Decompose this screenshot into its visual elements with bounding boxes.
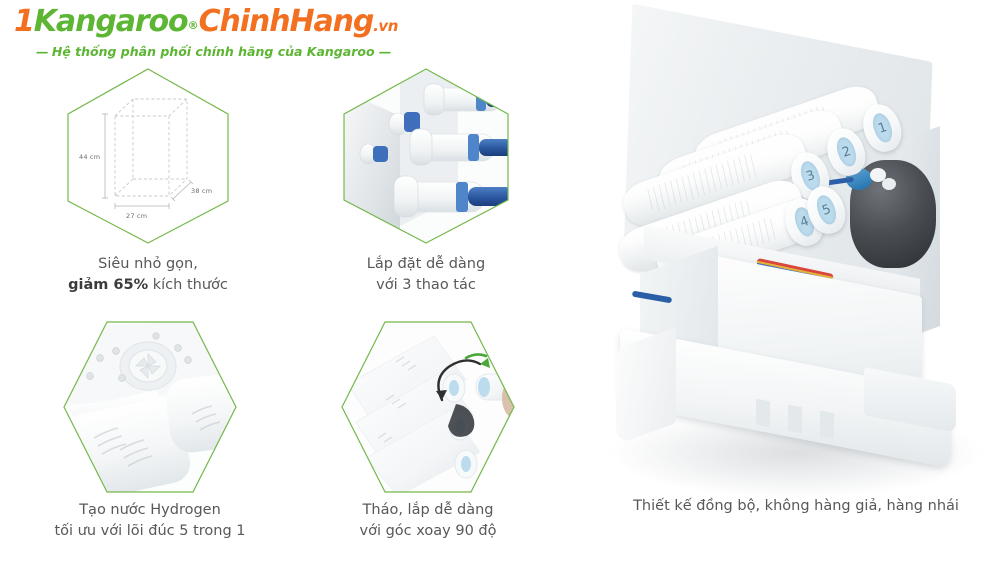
filter-number-2: 2 xyxy=(833,134,860,169)
dimension-height-label: 44 cm xyxy=(79,153,100,161)
hexagon-outline-1 xyxy=(67,68,229,244)
box-wireframe xyxy=(114,98,188,197)
caption-line-1: Lắp đặt dễ dàng xyxy=(366,256,486,272)
filter-number-1: 1 xyxy=(869,110,896,145)
tagline-text: Hệ thống phân phối chính hãng của Kangar… xyxy=(51,44,375,59)
port-vanes xyxy=(135,353,161,379)
white-fitting-b xyxy=(882,178,896,190)
label-print xyxy=(377,356,417,443)
hexagon-frame-2 xyxy=(338,66,513,246)
compact-size-diagram: 44 cm 27 cm 38 cm xyxy=(67,68,229,244)
screws xyxy=(86,332,192,382)
base-slot-3 xyxy=(820,410,834,440)
caption-line-2: với góc xoay 90 độ xyxy=(359,523,497,539)
base-slot-2 xyxy=(788,404,802,434)
product-caption: Thiết kế đồng bộ, không hàng giả, hàng n… xyxy=(633,498,959,514)
feature-easy-install: Lắp đặt dễ dàng với 3 thao tác xyxy=(338,66,528,306)
hexagon-outline-4 xyxy=(341,321,515,493)
caption-line-2: giảm 65% kích thước xyxy=(68,275,228,296)
dark-fitting xyxy=(448,404,475,437)
caption-line-2: tối ưu với lõi đúc 5 trong 1 xyxy=(54,523,246,539)
dimension-width-label: 27 cm xyxy=(126,212,147,220)
base-slot-1 xyxy=(756,398,770,428)
caption-rest: kích thước xyxy=(148,277,228,293)
hexagon-frame-4 xyxy=(338,318,518,496)
rotation-arrow xyxy=(436,353,490,402)
feature-compact-size: 44 cm 27 cm 38 cm Siêu nhỏ gọn, giảm 65%… xyxy=(63,66,253,306)
hexagon-frame-1: 44 cm 27 cm 38 cm xyxy=(63,66,233,246)
tagline-dash-left: — xyxy=(36,44,48,59)
easy-install-scene xyxy=(344,69,508,243)
caption-line-2: với 3 thao tác xyxy=(376,277,476,293)
rotate-90-photo xyxy=(341,321,515,493)
hexagon-outline-2 xyxy=(343,68,509,244)
feature-caption-4: Tháo, lắp dễ dàng với góc xoay 90 độ xyxy=(360,500,497,542)
logo-chinhhang: ChinhHang xyxy=(198,4,375,39)
caption-highlight: giảm 65% xyxy=(68,277,149,293)
dimension-guides xyxy=(102,113,194,209)
logo-kangaroo: Kangaroo xyxy=(33,4,189,39)
white-fitting-a xyxy=(870,168,886,182)
feature-caption-3: Tạo nước Hydrogen tối ưu với lõi đúc 5 t… xyxy=(54,500,245,542)
feature-hydrogen-water: Tạo nước Hydrogen tối ưu với lõi đúc 5 t… xyxy=(54,318,280,558)
registered-icon: ® xyxy=(187,19,199,32)
brand-logo: 1Kangaroo®ChinhHang.vn — Hệ thống phân p… xyxy=(14,4,398,60)
caption-line-1: Tháo, lắp dễ dàng xyxy=(362,502,494,518)
logo-prefix-1: 1 xyxy=(14,4,35,39)
hydrogen-photo xyxy=(63,321,237,493)
cylinder-ribs xyxy=(93,405,221,467)
caption-line-1: Siêu nhỏ gọn, xyxy=(98,256,198,272)
rotate-90-scene xyxy=(342,322,514,492)
feature-caption-2: Lắp đặt dễ dàng với 3 thao tác xyxy=(367,254,485,296)
tagline-dash-right: — xyxy=(378,44,391,59)
caption-line-1: Tạo nước Hydrogen xyxy=(79,502,221,518)
filter-number-5: 5 xyxy=(813,192,840,227)
hexagon-outline-3 xyxy=(63,321,237,493)
hexagon-frame-3 xyxy=(60,318,240,496)
product-image: 1 2 3 4 5 xyxy=(596,3,996,514)
feature-rotate-90: Tháo, lắp dễ dàng với góc xoay 90 độ xyxy=(338,318,548,558)
logo-wordmark: 1Kangaroo®ChinhHang.vn xyxy=(14,4,398,42)
hydrogen-scene xyxy=(64,322,236,492)
brand-tagline: — Hệ thống phân phối chính hãng của Kang… xyxy=(14,44,391,59)
feature-caption-1: Siêu nhỏ gọn, giảm 65% kích thước xyxy=(68,254,228,296)
dimension-depth-label: 38 cm xyxy=(191,187,212,195)
easy-install-photo xyxy=(343,68,509,244)
logo-tld: .vn xyxy=(373,17,398,35)
